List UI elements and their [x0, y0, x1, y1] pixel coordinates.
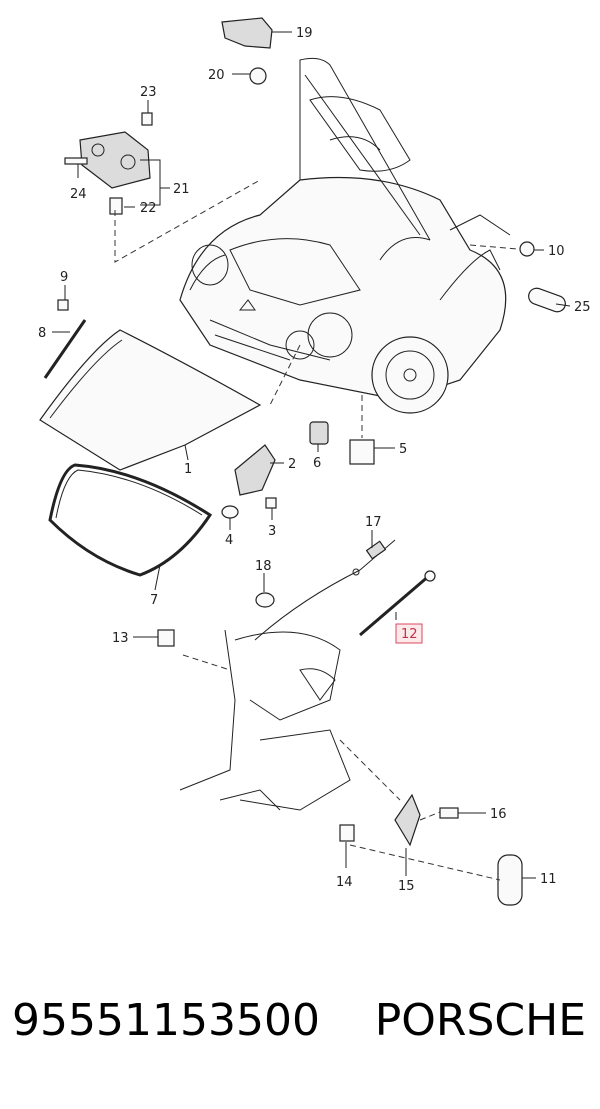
callout-15[interactable]: 15	[398, 879, 415, 894]
callout-25[interactable]: 25	[574, 300, 591, 315]
parts-diagram: 19 20 23 21 22 24 9 8 10 25 1 2 6 5 3 4 …	[38, 17, 591, 906]
callout-5[interactable]: 5	[399, 442, 407, 457]
leader-lines	[52, 31, 571, 879]
callout-17[interactable]: 17	[365, 515, 382, 530]
part-number: 95551153500	[12, 995, 320, 1046]
reference-lines	[114, 179, 519, 881]
callout-8[interactable]: 8	[38, 326, 46, 341]
callout-9[interactable]: 9	[60, 270, 68, 285]
release-cable	[254, 539, 396, 641]
callout-labels: 19 20 23 21 22 24 9 8 10 25 1 2 6 5 3 4 …	[38, 26, 591, 894]
callout-3[interactable]: 3	[268, 524, 276, 539]
inner-fender	[179, 629, 351, 811]
callout-21[interactable]: 21	[173, 182, 190, 197]
callout-16[interactable]: 16	[490, 807, 507, 822]
callout-2[interactable]: 2	[288, 457, 296, 472]
callout-22[interactable]: 22	[140, 201, 157, 216]
gas-strut-right	[359, 570, 436, 637]
car-body	[179, 57, 511, 414]
callout-1[interactable]: 1	[184, 462, 192, 477]
callout-24[interactable]: 24	[70, 187, 87, 202]
callout-4[interactable]: 4	[225, 533, 233, 548]
callout-12[interactable]: 12	[401, 627, 418, 642]
gas-strut-left	[43, 299, 87, 379]
side-parts	[519, 241, 566, 313]
bumper-stop	[309, 421, 375, 465]
callout-18[interactable]: 18	[255, 559, 272, 574]
hood-panel	[39, 329, 262, 471]
callout-19[interactable]: 19	[296, 26, 313, 41]
brand-name: PORSCHE	[374, 995, 586, 1046]
footer: 95551153500 PORSCHE	[0, 995, 600, 1065]
hood-seal	[48, 463, 213, 577]
small-parts	[157, 592, 523, 906]
callout-13[interactable]: 13	[112, 631, 129, 646]
callout-10[interactable]: 10	[548, 244, 565, 259]
callout-14[interactable]: 14	[336, 875, 353, 890]
hood-hinge-top	[221, 17, 273, 85]
callout-20[interactable]: 20	[208, 68, 225, 83]
hood-lock-assembly	[64, 112, 153, 215]
callout-12-highlight	[395, 623, 423, 644]
callout-7[interactable]: 7	[150, 593, 158, 608]
hood-hinge-side	[221, 444, 277, 519]
callout-23[interactable]: 23	[140, 85, 157, 100]
callout-11[interactable]: 11	[540, 872, 557, 887]
callout-6[interactable]: 6	[313, 456, 321, 471]
